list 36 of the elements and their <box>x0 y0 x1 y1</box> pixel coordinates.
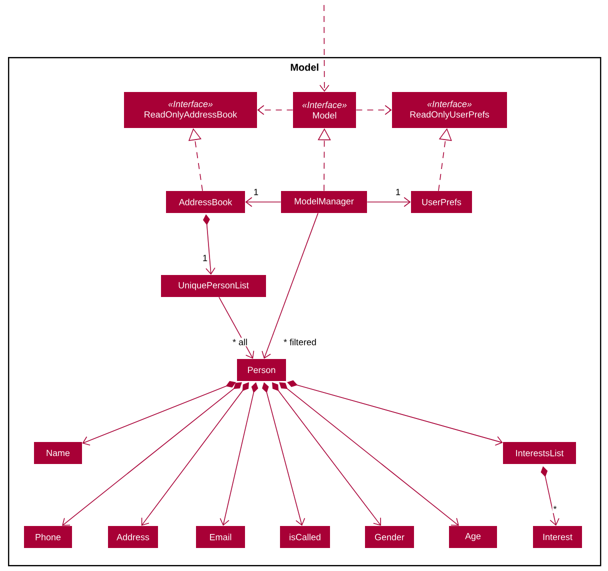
multiplicity-label: 1 <box>252 188 260 196</box>
interface-box: «Interface» ReadOnlyAddressBook <box>124 92 257 128</box>
class-box: UserPrefs <box>411 191 472 213</box>
multiplicity-label: * <box>552 504 558 514</box>
dependency-arrow <box>356 105 392 115</box>
class-box: Age <box>449 526 497 548</box>
composition-arrow <box>82 380 236 446</box>
class-box: AddressBook <box>166 191 245 213</box>
composition-arrow <box>287 380 503 446</box>
class-box: Name <box>34 442 82 464</box>
class-box: Phone <box>24 526 72 548</box>
association-arrow <box>218 296 254 359</box>
multiplicity-label: 1 <box>202 254 208 262</box>
class-box: Address <box>108 526 158 548</box>
association-arrow <box>262 212 318 359</box>
class-box: isCalled <box>280 526 330 548</box>
composition-arrow <box>279 382 459 526</box>
composition-arrow <box>62 382 242 526</box>
multiplicity-label: * filtered <box>282 338 318 346</box>
class-box: InterestsList <box>503 442 576 464</box>
association-arrow <box>245 197 282 207</box>
dependency-arrow <box>257 105 294 115</box>
composition-arrow <box>272 382 382 526</box>
class-box: Person <box>237 359 286 381</box>
interface-box: «Interface» ReadOnlyUserPrefs <box>392 92 507 128</box>
multiplicity-label: 1 <box>394 188 402 196</box>
class-box: Interest <box>533 526 582 548</box>
interface-box: «Interface» Model <box>293 92 356 128</box>
dependency-arrow <box>320 4 330 92</box>
class-box: ModelManager <box>281 191 367 213</box>
association-arrow <box>366 197 411 207</box>
class-box: Email <box>196 526 245 548</box>
multiplicity-label: * all <box>232 338 248 346</box>
class-box: UniquePersonList <box>161 275 266 297</box>
class-box: Gender <box>365 526 414 548</box>
composition-arrow <box>141 382 249 526</box>
